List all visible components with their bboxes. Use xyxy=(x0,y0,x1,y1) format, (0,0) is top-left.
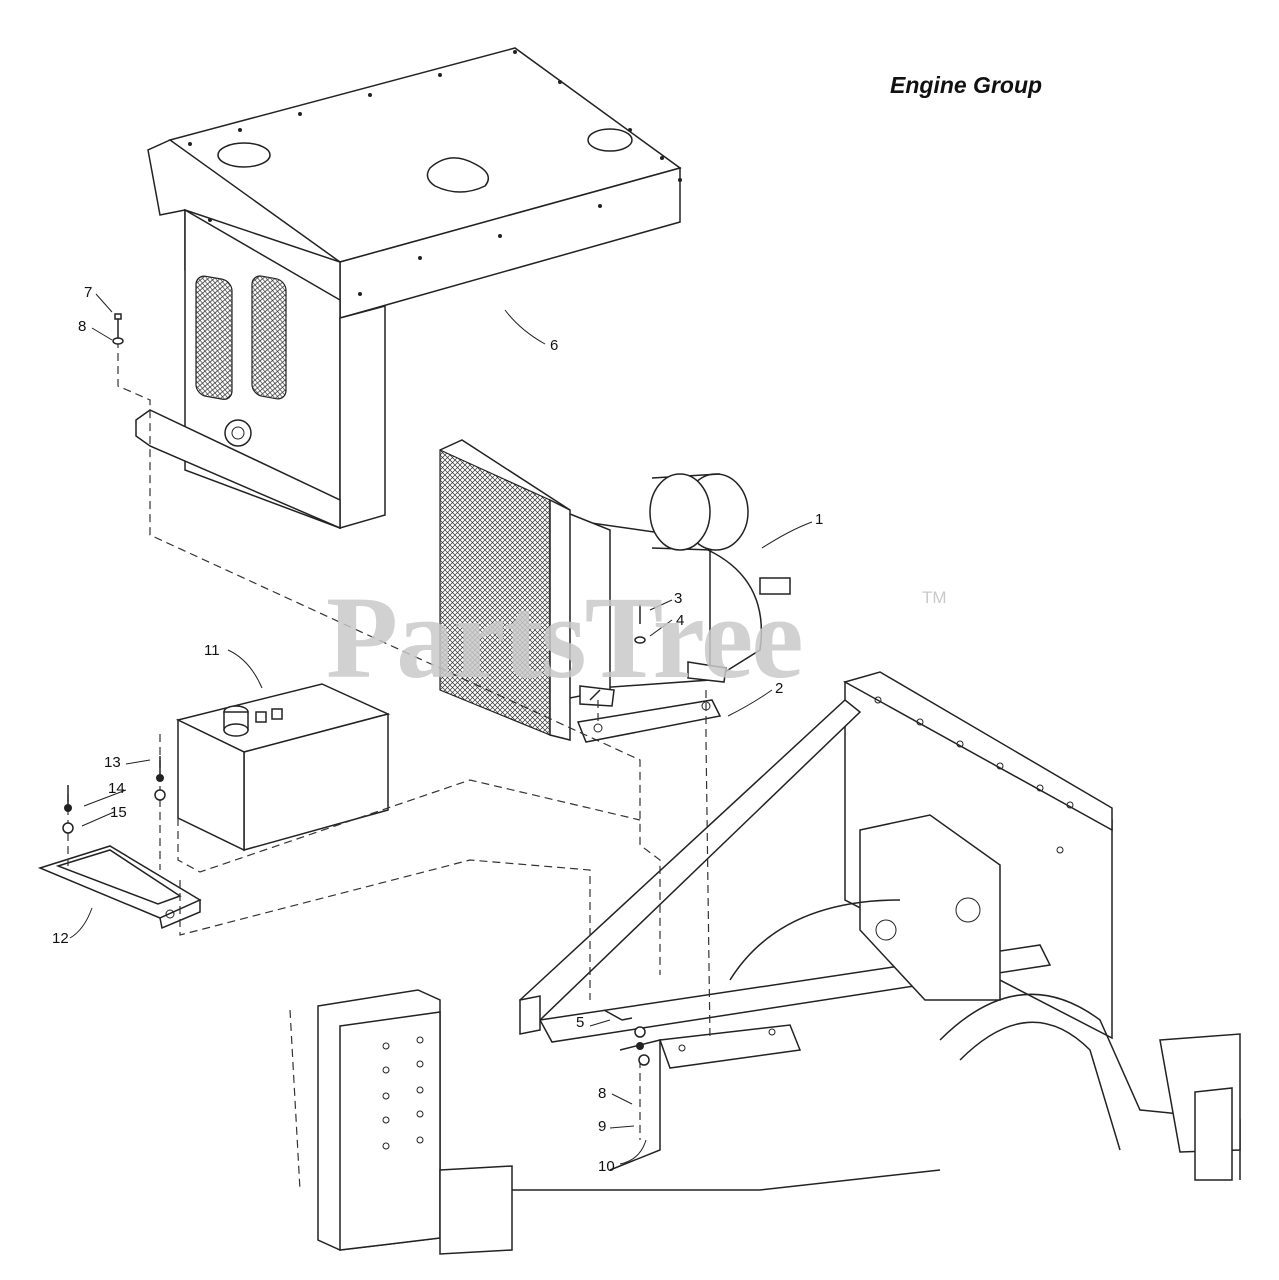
callout-3[interactable]: 3 xyxy=(674,590,683,607)
callout-7[interactable]: 7 xyxy=(84,284,93,301)
assembly-guides xyxy=(67,340,711,1191)
callout-12[interactable]: 12 xyxy=(52,930,69,947)
fuel-tank xyxy=(175,683,391,852)
diagram-title: Engine Group xyxy=(890,72,1043,98)
engine-mount-plate xyxy=(576,699,722,743)
fuel-tank-bracket xyxy=(37,845,202,930)
callout-2[interactable]: 2 xyxy=(775,680,784,697)
callout-leaders xyxy=(69,293,813,1165)
callout-6[interactable]: 6 xyxy=(550,337,559,354)
callout-10[interactable]: 10 xyxy=(598,1158,615,1175)
callout-4[interactable]: 4 xyxy=(676,612,685,629)
callout-9[interactable]: 9 xyxy=(598,1118,607,1135)
callout-11[interactable]: 11 xyxy=(204,642,220,659)
partstree-watermark: PartsTree xyxy=(326,572,804,703)
engine-assembly xyxy=(439,439,791,741)
hood-cover xyxy=(147,47,682,530)
hardware xyxy=(62,313,650,1066)
callout-1[interactable]: 1 xyxy=(815,511,824,528)
chassis-frame xyxy=(317,671,1241,1255)
callout-15[interactable]: 15 xyxy=(110,804,127,821)
callout-5[interactable]: 5 xyxy=(576,1014,585,1031)
callout-14[interactable]: 14 xyxy=(108,780,125,797)
trademark-symbol: TM xyxy=(922,588,947,607)
hood-base-rail xyxy=(135,409,341,530)
callout-8-frame[interactable]: 8 xyxy=(598,1085,607,1102)
callout-8-hood[interactable]: 8 xyxy=(78,318,87,335)
callout-13[interactable]: 13 xyxy=(104,754,121,771)
